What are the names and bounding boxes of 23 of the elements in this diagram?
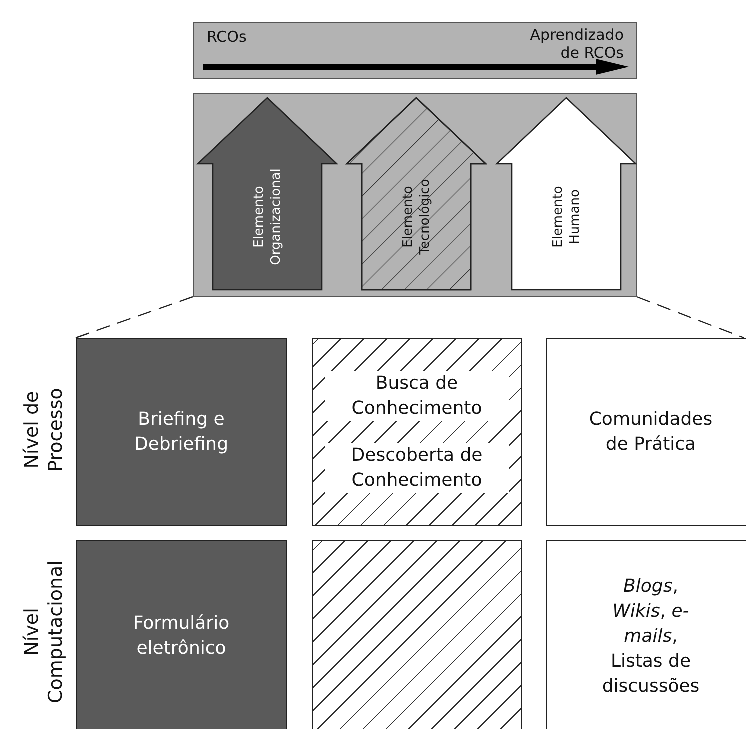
arrow-label: Elemento Humano xyxy=(550,185,584,250)
level-cell xyxy=(76,540,287,729)
level-cell xyxy=(76,338,287,526)
arrow-label: Elemento Organizacional xyxy=(250,168,284,268)
cell-text: Busca de Conhecimento xyxy=(325,371,509,421)
level-cell xyxy=(546,540,746,729)
timeline-band xyxy=(193,22,637,79)
dashed-guide-line xyxy=(636,296,744,339)
level-label: Nível Computacional xyxy=(20,560,68,706)
cell-text: Formulário eletrônico xyxy=(132,612,231,661)
level-cell xyxy=(546,338,746,526)
element-panel xyxy=(193,93,637,297)
empty-cell xyxy=(312,540,522,729)
dashed-guide-line xyxy=(76,296,194,339)
cell-text: Comunidades de Prática xyxy=(588,408,714,457)
cell-text: Descoberta de Conhecimento xyxy=(325,443,509,493)
cell-text: Briefing e Debriefing xyxy=(133,408,230,457)
cell-text: Blogs, Wikis, e-mails, Listas de discussões xyxy=(601,574,701,698)
level-label: Nível de Processo xyxy=(20,387,68,474)
arrow-label: Elemento Tecnológico xyxy=(400,178,434,257)
band-label: Aprendizado de RCOs xyxy=(529,26,624,62)
band-label: RCOs xyxy=(207,28,247,46)
level-cell xyxy=(312,338,522,526)
